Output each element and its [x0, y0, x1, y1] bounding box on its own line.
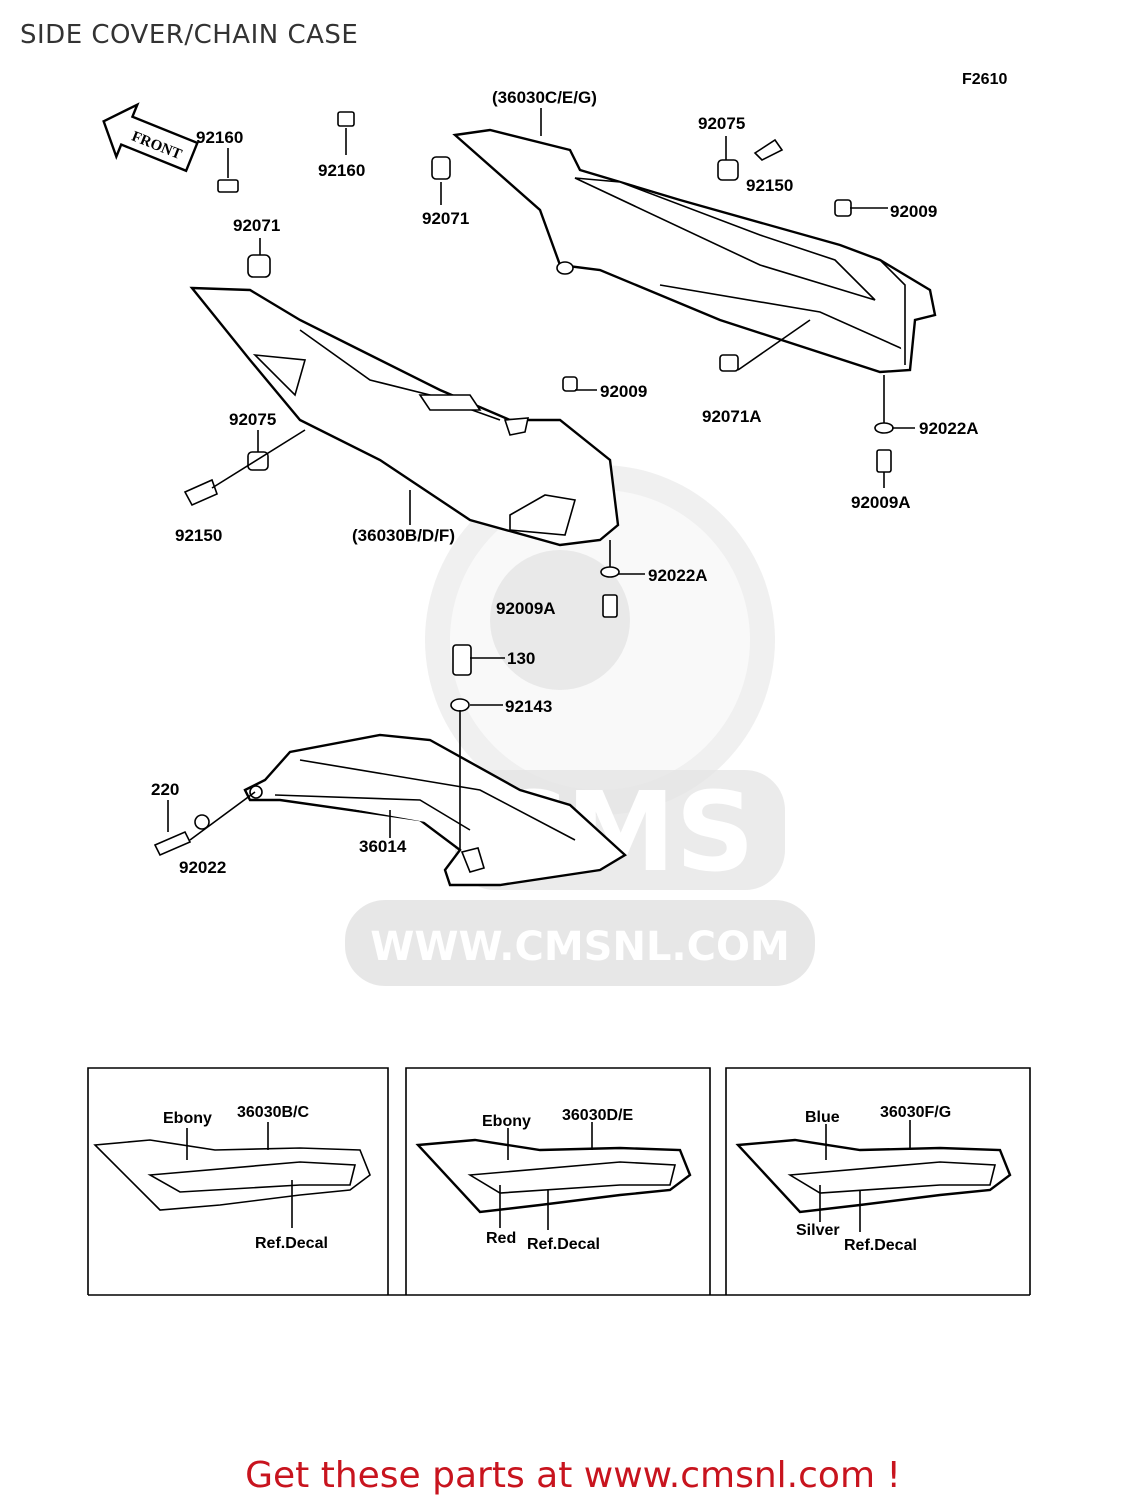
variant-3-decal: Ref.Decal: [844, 1237, 917, 1254]
variant-3-color: Blue: [805, 1109, 840, 1126]
label-92022A-b: 92022A: [919, 419, 979, 438]
leader-lines: [167, 108, 915, 850]
label-92075-a: 92075: [229, 410, 276, 429]
label-92009-b: 92009: [890, 202, 937, 221]
front-arrow: FRONT: [102, 102, 199, 173]
variant-panels: Ebony 36030B/C Ref.Decal Ebony 36030D/E …: [87, 1067, 1031, 1296]
footer-cta[interactable]: Get these parts at www.cmsnl.com !: [245, 1455, 901, 1496]
label-92160-a: 92160: [196, 128, 243, 147]
variant-panel-2: Ebony 36030D/E Red Ref.Decal: [415, 1107, 692, 1253]
variant-1-part: 36030B/C: [237, 1104, 309, 1121]
label-36030BDF: (36030B/D/F): [352, 526, 455, 545]
label-92160-b: 92160: [318, 161, 365, 180]
label-92075-b: 92075: [698, 114, 745, 133]
label-92009A-a: 92009A: [496, 599, 556, 618]
label-92022: 92022: [179, 858, 226, 877]
label-130: 130: [507, 649, 535, 668]
variant-2-part: 36030D/E: [562, 1107, 633, 1124]
variant-3-accent: Silver: [796, 1222, 840, 1239]
label-92150-a: 92150: [175, 526, 222, 545]
label-92022A-a: 92022A: [648, 566, 708, 585]
variant-3-part: 36030F/G: [880, 1104, 951, 1121]
variant-2-accent: Red: [486, 1230, 516, 1247]
label-92150-b: 92150: [746, 176, 793, 195]
variant-panel-3: Blue 36030F/G Silver Ref.Decal: [735, 1104, 1012, 1254]
side-cover-right: [452, 128, 937, 374]
page-title: SIDE COVER/CHAIN CASE: [20, 20, 359, 50]
watermark-text: WWW.CMSNL.COM: [370, 924, 790, 970]
label-220: 220: [151, 780, 179, 799]
variant-2-decal: Ref.Decal: [527, 1236, 600, 1253]
part-labels: (36030C/E/G) 92160 92160 92071 92075 921…: [151, 88, 979, 877]
figure-code: F2610: [962, 71, 1007, 88]
label-92071-a: 92071: [233, 216, 280, 235]
label-92071A: 92071A: [702, 407, 762, 426]
variant-1-color: Ebony: [163, 1110, 212, 1127]
variant-panel-1: Ebony 36030B/C Ref.Decal: [93, 1104, 371, 1252]
label-92009-a: 92009: [600, 382, 647, 401]
watermark: CMS WWW.CMSNL.COM: [345, 465, 815, 986]
label-92071-b: 92071: [422, 209, 469, 228]
variant-2-color: Ebony: [482, 1113, 531, 1130]
variant-1-decal: Ref.Decal: [255, 1235, 328, 1252]
side-cover-left: [189, 286, 620, 547]
label-36014: 36014: [359, 837, 407, 856]
label-92009A-b: 92009A: [851, 493, 911, 512]
hardware: [153, 111, 894, 857]
label-92143: 92143: [505, 697, 552, 716]
chain-case: [243, 733, 628, 887]
label-36030CEG: (36030C/E/G): [492, 88, 597, 107]
